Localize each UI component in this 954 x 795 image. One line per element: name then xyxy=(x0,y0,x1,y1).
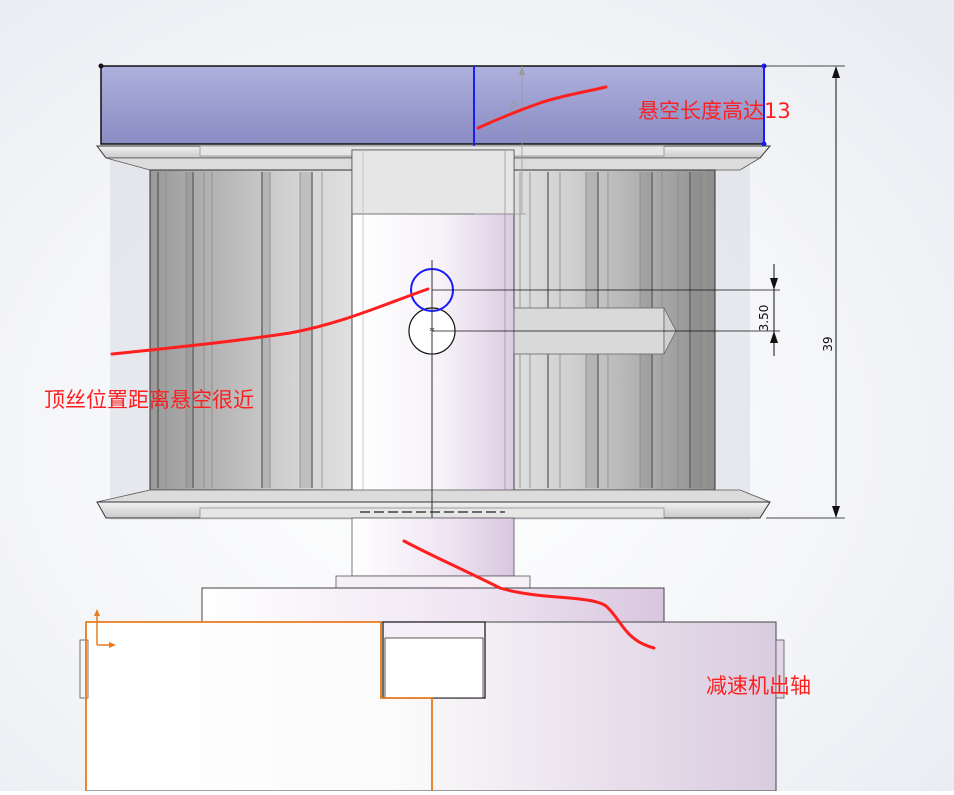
red-stroke-output-shaft xyxy=(402,539,656,650)
dim-arrow xyxy=(519,66,525,75)
tooth-shadow xyxy=(262,172,270,488)
red-stroke-set-screw xyxy=(110,287,430,356)
top-plate[interactable] xyxy=(100,65,765,145)
sketch-point xyxy=(98,63,104,69)
tooth-shadow xyxy=(690,172,702,488)
annotation-output-shaft: 减速机出轴 xyxy=(706,674,811,698)
dim-overall-height[interactable]: 39 xyxy=(821,336,835,351)
gearbox-flange xyxy=(201,587,665,623)
annotation-set-screw: 顶丝位置距离悬空很近 xyxy=(44,388,254,412)
shaft-collar xyxy=(335,575,531,589)
dim-arrow xyxy=(770,331,778,343)
gearbox-tab-right xyxy=(775,639,785,699)
bottom-flange-bevel xyxy=(96,489,771,503)
dim-arrow xyxy=(832,506,840,518)
dim-arrow xyxy=(770,278,778,290)
gearbox-tab-left xyxy=(79,639,89,699)
orange-sketch-outline[interactable] xyxy=(85,621,433,791)
hub-top-band xyxy=(351,149,515,215)
origin-arrow-y xyxy=(94,609,100,616)
annotation-overhang: 悬空长度高达13 xyxy=(638,99,791,123)
gearbox-pocket-inner xyxy=(384,637,484,699)
origin-arrow-x xyxy=(109,642,116,648)
red-stroke-overhang xyxy=(476,85,608,130)
dim-arrow xyxy=(832,66,840,78)
output-shaft[interactable] xyxy=(351,517,515,577)
tooth-shadow xyxy=(186,172,194,488)
dim-overhang-small[interactable]: 10 xyxy=(509,102,520,115)
dim-screw-offset[interactable]: 3.50 xyxy=(757,305,771,332)
